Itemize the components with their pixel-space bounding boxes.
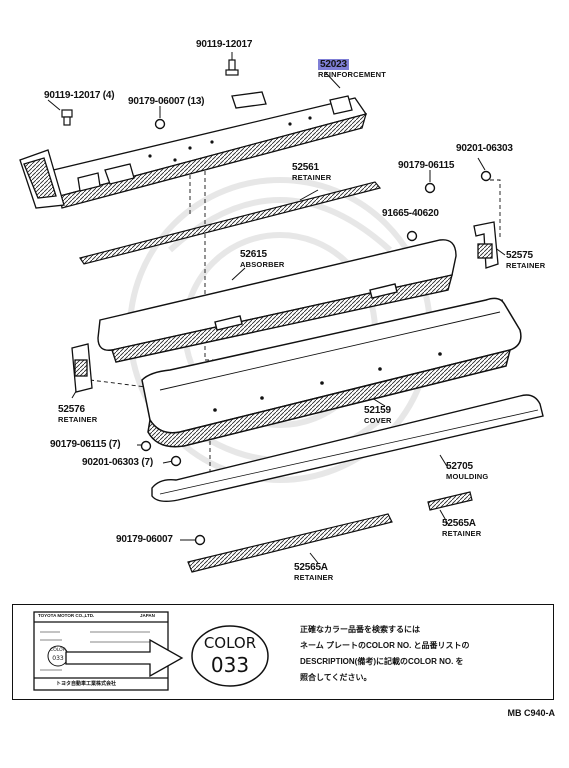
part-number-90179-06115: 90179-06115 [398, 160, 455, 171]
part-number-52159: 52159 [364, 405, 391, 416]
part-name-retainer-52561: RETAINER [292, 173, 332, 182]
part-number-91665-40620: 91665-40620 [382, 208, 439, 219]
moulding-drawing [151, 394, 544, 503]
part-label-52023[interactable]: 52023 REINFORCEMENT [318, 59, 387, 80]
cover-holes [213, 352, 442, 412]
part-label-52565a-bottom: 52565A RETAINER [294, 563, 333, 583]
plate-footer: トヨタ自動車工業株式会社 [56, 681, 117, 687]
part-number-52615: 52615 [240, 249, 267, 260]
part-number-90179-06007-13: 90179-06007 (13) [128, 96, 205, 107]
part-name-moulding: MOULDING [446, 472, 489, 481]
part-number-90201-06303-7: 90201-06303 (7) [82, 457, 153, 468]
arrow-icon [65, 638, 184, 678]
part-name-retainer-52575: RETAINER [506, 261, 546, 270]
instruction-line-2: ネーム プレートのCOLOR NO. と品番リストの [300, 641, 470, 650]
retainer-strip-52561 [79, 181, 382, 265]
cover-drawing [141, 297, 522, 448]
part-name-retainer-52576: RETAINER [58, 415, 98, 424]
retainer-52576-drawing [71, 343, 93, 393]
color-badge-code: 033 [210, 653, 250, 677]
nut-icons [140, 118, 492, 546]
part-number-52575: 52575 [506, 250, 533, 261]
color-badge-label: COLOR [203, 634, 257, 652]
part-number-52705: 52705 [446, 461, 473, 472]
reinforcement-holes [148, 116, 312, 162]
part-number-52023[interactable]: 52023 [318, 59, 349, 70]
part-number-90119-top: 90119-12017 [196, 39, 253, 50]
color-badge [191, 625, 269, 687]
part-name-retainer-52565a-right: RETAINER [442, 529, 482, 538]
instruction-line-1: 正確なカラー品番を検索するには [300, 625, 420, 634]
bolt-90119-left [61, 109, 73, 126]
part-number-52561: 52561 [292, 162, 319, 173]
part-number-90119-left: 90119-12017 (4) [44, 90, 115, 101]
plate-color-code: 033 [52, 655, 64, 662]
reinforcement-drawing [19, 91, 368, 209]
diagram-reference-code: MB C940-A [507, 708, 555, 718]
part-number-90201-06303: 90201-06303 [456, 143, 513, 154]
absorber-drawing [97, 239, 457, 363]
color-legend-box [12, 604, 554, 700]
plate-country: JAPAN [140, 613, 155, 618]
retainer-52565a-long [187, 513, 393, 573]
part-label-52159: 52159 COVER [364, 406, 392, 426]
part-name-cover: COVER [364, 416, 392, 425]
instruction-line-3: DESCRIPTION(備考)に記載のCOLOR NO. を [300, 657, 464, 666]
retainer-52575-drawing [473, 221, 499, 269]
retainer-52565a-small [427, 491, 473, 511]
part-name-absorber: ABSORBER [240, 260, 285, 269]
part-number-90179-06115-7: 90179-06115 (7) [50, 439, 121, 450]
part-label-52615: 52615 ABSORBER [240, 250, 285, 270]
part-number-52565a-right: 52565A [442, 518, 476, 529]
part-label-52576: 52576 RETAINER [58, 405, 97, 425]
part-number-90179-06007: 90179-06007 [116, 534, 173, 545]
instruction-line-4: 照合してください。 [300, 673, 372, 682]
plate-color-label: COLOR [50, 648, 66, 653]
part-label-52705: 52705 MOULDING [446, 462, 488, 482]
part-name-reinforcement: REINFORCEMENT [318, 70, 387, 79]
color-instructions: 正確なカラー品番を検索するには ネーム プレートのCOLOR NO. と品番リス… [300, 622, 550, 686]
part-name-retainer-52565a-bottom: RETAINER [294, 573, 334, 582]
part-label-52575: 52575 RETAINER [506, 251, 545, 271]
part-number-52565a-bottom: 52565A [294, 562, 328, 573]
part-label-52565a-right: 52565A RETAINER [442, 519, 481, 539]
plate-maker: TOYOTA MOTOR CO.,LTD. [38, 613, 95, 618]
part-label-52561: 52561 RETAINER [292, 163, 331, 183]
part-number-52576: 52576 [58, 404, 85, 415]
bolt-90119-top [225, 59, 239, 76]
